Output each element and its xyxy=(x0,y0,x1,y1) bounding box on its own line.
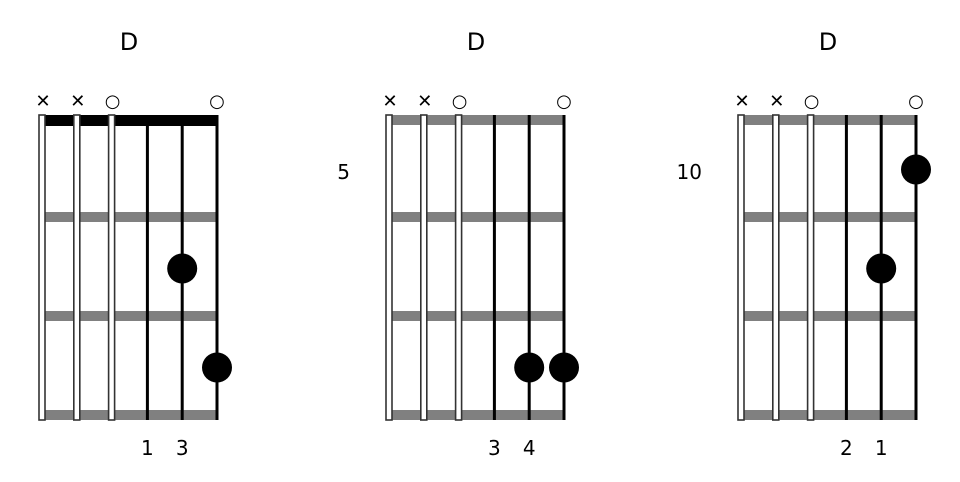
top-fret xyxy=(390,115,564,125)
finger-dot xyxy=(866,253,897,284)
string xyxy=(215,115,219,420)
fret-line xyxy=(742,410,916,420)
open-string-icon: ○ xyxy=(104,91,121,112)
finger-number: 1 xyxy=(141,436,154,460)
string xyxy=(145,115,149,420)
string xyxy=(562,115,566,420)
fret-line xyxy=(390,311,564,321)
start-fret-number: 5 xyxy=(337,160,350,184)
open-string-icon: ○ xyxy=(556,91,572,112)
finger-dot xyxy=(514,352,545,383)
fret-line xyxy=(43,212,217,222)
finger-number: 3 xyxy=(175,436,189,460)
finger-dot xyxy=(167,253,198,284)
string-wound xyxy=(454,114,463,421)
finger-dot xyxy=(901,154,931,185)
string xyxy=(914,115,918,420)
string xyxy=(527,115,531,420)
open-string-icon: ○ xyxy=(803,91,820,112)
string-wound xyxy=(38,114,46,421)
finger-number: 3 xyxy=(488,436,501,460)
finger-number: 2 xyxy=(840,436,853,460)
nut xyxy=(43,115,217,126)
open-string-icon: ○ xyxy=(209,91,225,112)
muted-string-icon: ✕ xyxy=(70,91,86,112)
finger-number: 1 xyxy=(874,436,888,460)
open-string-icon: ○ xyxy=(908,91,924,112)
string-wound xyxy=(771,114,780,421)
string xyxy=(492,115,496,420)
fret-line xyxy=(43,410,217,420)
string-wound xyxy=(737,114,745,421)
muted-string-icon: ✕ xyxy=(734,91,750,112)
fret-line xyxy=(390,410,564,420)
fret-line xyxy=(43,311,217,321)
fret-line xyxy=(742,212,916,222)
fret-line xyxy=(742,311,916,321)
string-wound xyxy=(419,114,428,421)
start-fret-number: 10 xyxy=(676,160,702,184)
fret-line xyxy=(390,212,564,222)
chord-name: D xyxy=(119,28,139,56)
string-wound xyxy=(107,114,116,421)
muted-string-icon: ✕ xyxy=(769,91,785,112)
chord-name: D xyxy=(818,28,838,56)
finger-number: 4 xyxy=(522,436,536,460)
top-fret xyxy=(742,115,916,125)
finger-dot xyxy=(549,352,579,383)
string-wound xyxy=(73,114,81,421)
chord-name: D xyxy=(466,28,486,56)
muted-string-icon: ✕ xyxy=(35,91,51,112)
string xyxy=(844,115,848,420)
string-wound xyxy=(806,114,815,421)
open-string-icon: ○ xyxy=(451,91,468,112)
muted-string-icon: ✕ xyxy=(382,91,398,112)
string-wound xyxy=(385,114,393,421)
muted-string-icon: ✕ xyxy=(417,91,433,112)
finger-dot xyxy=(202,352,232,383)
